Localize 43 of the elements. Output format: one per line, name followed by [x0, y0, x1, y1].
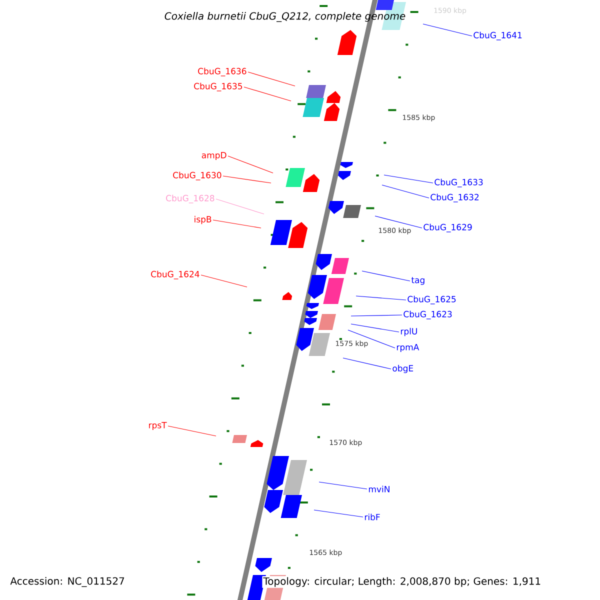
gene-label: ribF [364, 514, 380, 520]
gene-label: CbuG_1641 [474, 32, 522, 40]
gene-label: CbuG_1629 [424, 224, 472, 232]
gene-label: mviN [368, 486, 390, 492]
leader-line [342, 358, 392, 370]
gene-label: CbuG_1625 [408, 296, 456, 304]
leader-line [348, 330, 396, 348]
leader-line [212, 220, 262, 228]
leader-line [168, 426, 216, 436]
leader-line [318, 482, 368, 490]
leader-line [228, 156, 274, 174]
leader-line [374, 216, 422, 228]
gene-label: ampD [202, 152, 226, 160]
gene-label: CbuG_1624 [151, 270, 200, 280]
info-text: Accession: NC_011527 [9, 576, 126, 588]
leader-line [244, 86, 292, 102]
leader-line [350, 314, 402, 316]
leader-line [422, 24, 472, 36]
gene-label: rplU [400, 328, 417, 336]
gene-label: CbuG_1623 [404, 310, 452, 320]
title: Coxiella burnetii CbuG_Q212, complete genome [164, 12, 406, 22]
gene-label: CbuG_1628 [166, 194, 214, 204]
gene-label: CbuG_1635 [194, 82, 242, 92]
leader-line [382, 184, 430, 198]
leader-line [314, 510, 364, 518]
gene-label: tag [411, 277, 424, 285]
leader-line [248, 72, 296, 86]
gene-label: ispB [194, 216, 212, 224]
gene-label: rpsT [149, 422, 167, 430]
leader-line [362, 270, 410, 282]
gene-label: CbuG_1632 [430, 194, 479, 202]
leader-line [200, 274, 248, 288]
gene-label: CbuG_1633 [434, 178, 483, 188]
gene-label: CbuG_1630 [173, 172, 222, 180]
gene-label: CbuG_1636 [198, 68, 246, 76]
gene-label: obgE [392, 364, 414, 374]
leader-line [384, 174, 434, 184]
leader-line [350, 324, 400, 332]
leader-line [356, 296, 406, 300]
gene-label: rpmA [396, 344, 420, 352]
leader-line [222, 176, 272, 184]
leader-line [216, 198, 264, 214]
info-text: Topology: circular; Length: 2,008,870 bp; Genes: 1,911 [262, 576, 542, 588]
